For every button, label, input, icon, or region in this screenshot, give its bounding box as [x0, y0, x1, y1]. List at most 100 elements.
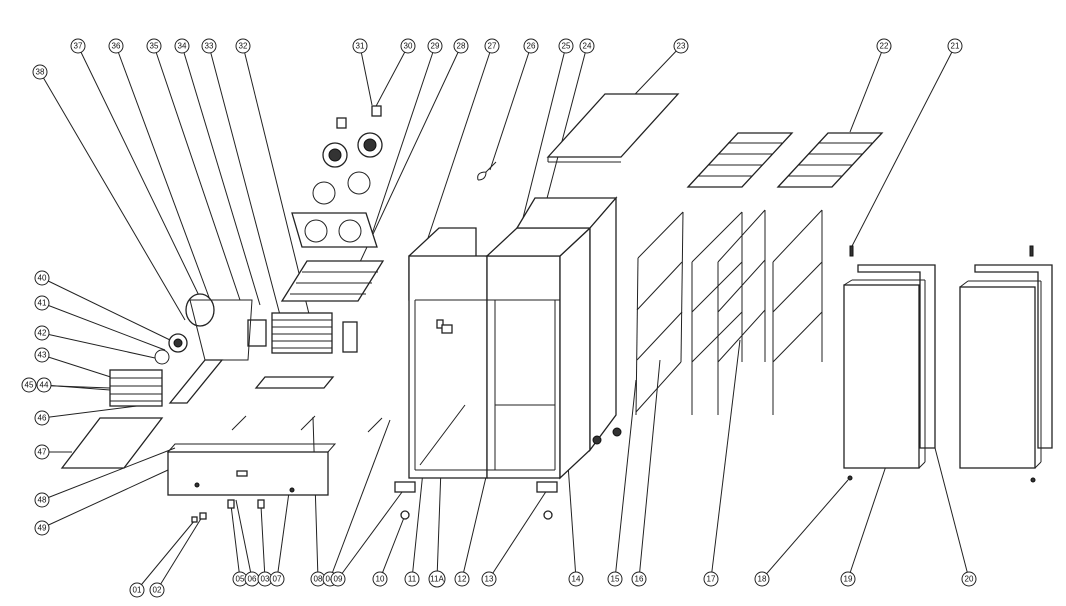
- callout-number: 20: [965, 575, 974, 584]
- callout-circle: [34, 410, 50, 426]
- condenser-coil: [109, 369, 163, 407]
- condenser-fan-assembly: [291, 105, 383, 248]
- leader-line-16: [638, 359, 661, 580]
- callout-number: 05: [236, 575, 245, 584]
- leader-line-07: [276, 484, 291, 580]
- latch-bracket: [441, 324, 453, 334]
- callout-number: 41: [38, 299, 47, 308]
- callout-circle: [146, 38, 162, 54]
- callout-44: 44: [36, 377, 52, 393]
- callout-circle: [34, 295, 50, 311]
- leader-line-26: [489, 45, 532, 171]
- callout-circle: [631, 571, 647, 587]
- leader-line-43: [41, 354, 121, 381]
- callout-number: 07: [273, 575, 282, 584]
- callout-45: 45: [21, 377, 37, 393]
- callout-circle: [947, 38, 963, 54]
- door-hinge-bottom-right: [1030, 477, 1036, 483]
- callout-32: 32: [235, 38, 251, 54]
- callout-47: 47: [34, 444, 50, 460]
- leader-line-10: [379, 514, 406, 580]
- shroud-ring-right: [338, 219, 362, 243]
- callout-number: 33: [205, 42, 214, 51]
- fan-blade-small: [154, 349, 170, 365]
- leader-line-27: [423, 45, 493, 251]
- callout-number: 43: [38, 351, 47, 360]
- callout-number: 15: [611, 575, 620, 584]
- callout-number: 19: [844, 575, 853, 584]
- callout-09: 09: [330, 571, 346, 587]
- callout-circle: [330, 571, 346, 587]
- callout-circle: [840, 571, 856, 587]
- callout-number: 18: [758, 575, 767, 584]
- callout-22: 22: [876, 38, 892, 54]
- callout-circle: [352, 38, 368, 54]
- leader-line-09: [337, 487, 406, 580]
- callout-circle: [34, 492, 50, 508]
- callout-number: 27: [488, 42, 497, 51]
- leader-line-35: [153, 45, 241, 301]
- callout-16: 16: [631, 571, 647, 587]
- callout-number: 09: [334, 575, 343, 584]
- callout-33: 33: [201, 38, 217, 54]
- callout-circle: [453, 38, 469, 54]
- callout-38: 38: [32, 64, 48, 80]
- caster-plate-right: [536, 481, 558, 493]
- callout-circle: [269, 571, 285, 587]
- callout-circle: [558, 38, 574, 54]
- callout-circle: [703, 571, 719, 587]
- callout-circle: [70, 38, 86, 54]
- callout-46: 46: [34, 410, 50, 426]
- callout-number: 03: [261, 575, 270, 584]
- base-frame: [189, 299, 253, 361]
- leader-line-08: [312, 416, 319, 580]
- leader-line-20: [934, 447, 970, 580]
- callout-circle: [673, 38, 689, 54]
- fan-motor-right-hub: [363, 138, 377, 152]
- callout-number: 13: [485, 575, 494, 584]
- drain-tray: [168, 359, 224, 404]
- leader-line-06: [235, 499, 253, 580]
- callout-number: 49: [38, 524, 47, 533]
- callout-07: 07: [269, 571, 285, 587]
- leader-line-33: [208, 45, 281, 316]
- leader-line-05: [230, 504, 241, 580]
- leader-line-28: [359, 45, 462, 263]
- callout-number: 25: [562, 42, 571, 51]
- leader-line-22: [849, 45, 885, 133]
- leader-line-12: [461, 459, 491, 580]
- callout-circle: [400, 38, 416, 54]
- callout-circle: [149, 582, 165, 598]
- filter-panel: [254, 376, 335, 389]
- motor-bracket-right: [371, 105, 382, 117]
- callout-circle: [36, 377, 52, 393]
- evaporator-grill: [280, 260, 385, 302]
- callout-circle: [34, 520, 50, 536]
- callout-06: 06: [244, 571, 260, 587]
- leader-line-19: [847, 459, 889, 580]
- callout-number: 04: [326, 575, 335, 584]
- callout-circle: [108, 38, 124, 54]
- callout-number: 26: [527, 42, 536, 51]
- display-window: [236, 470, 248, 477]
- callout-28: 28: [453, 38, 469, 54]
- callout-number: 21: [951, 42, 960, 51]
- callout-number: 06: [248, 575, 257, 584]
- side-plate: [342, 321, 358, 353]
- callout-circle: [579, 38, 595, 54]
- callout-19: 19: [840, 571, 856, 587]
- fasteners: [191, 415, 383, 523]
- leader-line-42: [41, 332, 156, 359]
- cabinet-left-side: [408, 255, 488, 479]
- coil-block: [271, 312, 333, 354]
- callout-circle: [961, 571, 977, 587]
- callout-36: 36: [108, 38, 124, 54]
- callout-23: 23: [673, 38, 689, 54]
- leader-line-01: [136, 519, 196, 591]
- door-hinge-top-right: [1029, 245, 1034, 257]
- door-gasket-right: [974, 264, 1053, 449]
- callout-number: 32: [239, 42, 248, 51]
- leader-line-38: [39, 71, 186, 321]
- callout-number: 34: [178, 42, 187, 51]
- callout-31: 31: [352, 38, 368, 54]
